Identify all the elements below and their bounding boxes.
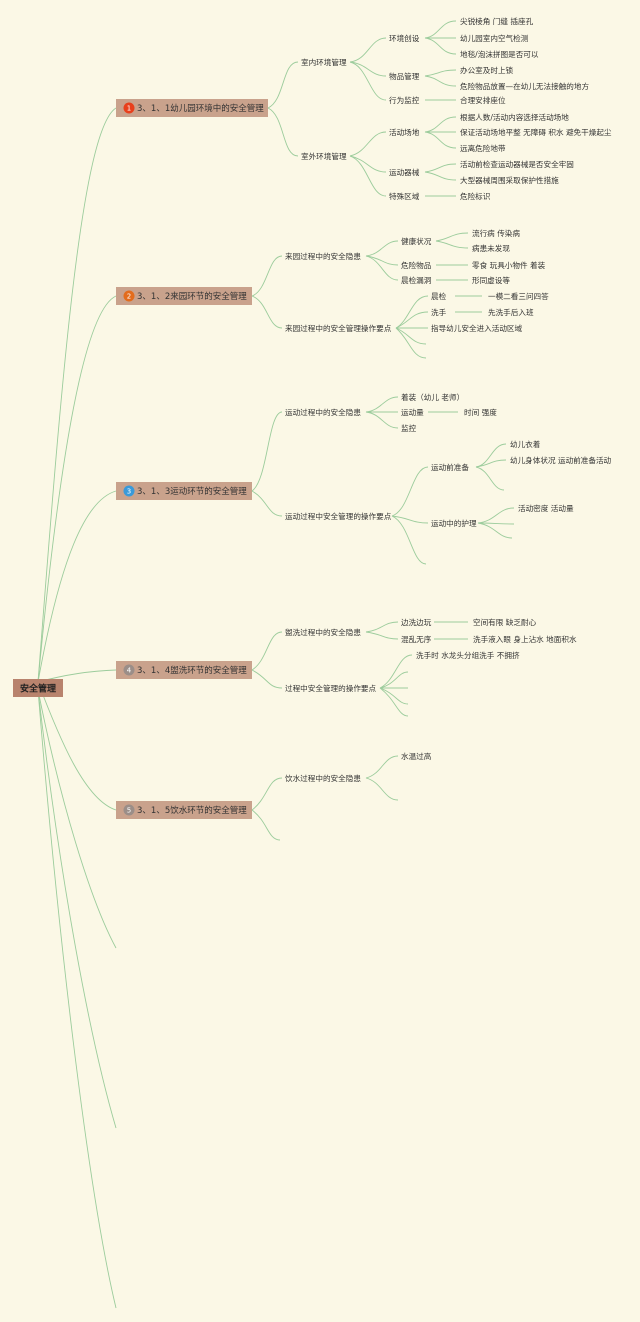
node-sport-care[interactable]: 运动中的护理 <box>431 518 477 528</box>
node-field[interactable]: 活动场地 <box>389 127 420 137</box>
node-wash-risk[interactable]: 盥洗过程中的安全隐患 <box>285 627 361 637</box>
node-danger-items[interactable]: 危险物品 <box>401 260 432 270</box>
leaf-text[interactable]: 尖锐棱角 门缝 插座孔 <box>460 16 534 26</box>
root-label: 安全管理 <box>20 683 56 695</box>
category-node-4[interactable]: 4 3、1、4盥洗环节的安全管理 <box>116 661 252 679</box>
category-label: 3、1、3运动环节的安全管理 <box>137 486 247 497</box>
root-node[interactable]: 安全管理 <box>13 679 63 697</box>
number-badge <box>123 290 135 302</box>
node-morning-check[interactable]: 晨检 <box>431 291 447 301</box>
leaf-text[interactable]: 活动密度 活动量 <box>518 503 574 513</box>
category-node-5[interactable]: 5 3、1、5饮水环节的安全管理 <box>116 801 252 819</box>
leaf-text[interactable]: 地毯/泡沫拼图是否可以 <box>460 49 539 59</box>
leaf-text[interactable]: 一模二看三问四答 <box>488 291 549 301</box>
category-label: 3、1、2来园环节的安全管理 <box>137 291 247 302</box>
leaf-text[interactable]: 幼儿身体状况 运动前准备活动 <box>510 455 612 465</box>
leaf-text[interactable]: 幼儿衣着 <box>510 439 541 449</box>
leaf-text[interactable]: 洗手液入眼 身上沾水 地面积水 <box>473 634 577 644</box>
leaf-text[interactable]: 水温过高 <box>401 751 432 761</box>
leaf-text[interactable]: 活动前检查运动器械是否安全牢固 <box>460 159 574 169</box>
category-node-3[interactable]: 3 3、1、3运动环节的安全管理 <box>116 482 252 500</box>
leaf-text[interactable]: 监控 <box>401 423 417 433</box>
leaf-text[interactable]: 危险标识 <box>460 191 491 201</box>
svg-text:1: 1 <box>127 105 131 113</box>
node-indoor-env[interactable]: 室内环境管理 <box>301 57 347 67</box>
node-exercise-amount[interactable]: 运动量 <box>401 407 424 417</box>
leaf-text[interactable]: 病患未发现 <box>472 243 510 253</box>
leaf-text[interactable]: 指导幼儿安全进入活动区域 <box>431 323 523 333</box>
category-label: 3、1、5饮水环节的安全管理 <box>137 805 247 816</box>
svg-text:2: 2 <box>127 293 131 301</box>
node-wash-hands[interactable]: 洗手 <box>431 307 447 317</box>
node-outdoor-env[interactable]: 室外环境管理 <box>301 151 347 161</box>
node-play-while-washing[interactable]: 边洗边玩 <box>401 617 432 627</box>
node-sport-risk[interactable]: 运动过程中的安全隐患 <box>285 407 361 417</box>
node-arrival-risk[interactable]: 来园过程中的安全隐患 <box>285 251 361 261</box>
node-check-gap[interactable]: 晨检漏洞 <box>401 275 432 285</box>
node-equipment[interactable]: 运动器械 <box>389 167 420 177</box>
leaf-text[interactable]: 根据人数/活动内容选择活动场地 <box>460 112 569 122</box>
node-disorder[interactable]: 混乱无序 <box>401 634 432 644</box>
number-badge <box>123 664 135 676</box>
leaf-text[interactable]: 流行病 传染病 <box>472 228 520 238</box>
svg-text:3: 3 <box>127 488 131 496</box>
category-label: 3、1、4盥洗环节的安全管理 <box>137 665 247 676</box>
leaf-text[interactable]: 零食 玩具小物件 着装 <box>472 260 546 270</box>
number-badge <box>123 804 135 816</box>
leaf-text[interactable]: 办公室及时上锁 <box>460 65 514 75</box>
leaf-text[interactable]: 危险物品放置—在幼儿无法接触的地方 <box>460 81 589 91</box>
svg-text:4: 4 <box>127 667 132 675</box>
category-node-1[interactable]: 1 3、1、1幼儿园环境中的安全管理 <box>116 99 268 117</box>
svg-text:5: 5 <box>127 807 131 815</box>
node-special-area[interactable]: 特殊区域 <box>389 191 420 201</box>
leaf-text[interactable]: 幼儿园室内空气检测 <box>460 33 529 43</box>
leaf-text[interactable]: 时间 强度 <box>464 407 497 417</box>
node-wash-ops[interactable]: 过程中安全管理的操作要点 <box>285 683 377 693</box>
category-label: 3、1、1幼儿园环境中的安全管理 <box>137 103 264 114</box>
leaf-text[interactable]: 形同虚设等 <box>472 275 510 285</box>
node-goods[interactable]: 物品管理 <box>389 71 420 81</box>
leaf-text[interactable]: 洗手时 水龙头分组洗手 不拥挤 <box>416 650 520 660</box>
leaf-text[interactable]: 着装（幼儿 老师） <box>401 392 464 402</box>
leaf-text[interactable]: 空间有限 缺乏耐心 <box>473 617 537 627</box>
leaf-text[interactable]: 保证活动场地平整 无障碍 积水 避免干燥起尘 <box>460 127 612 137</box>
leaf-text[interactable]: 大型器械周围采取保护性措施 <box>460 175 559 185</box>
leaf-text[interactable]: 合理安排座位 <box>460 95 506 105</box>
leaf-text[interactable]: 先洗手后入班 <box>488 307 534 317</box>
connector-lines <box>37 20 515 1309</box>
node-env-setup[interactable]: 环境创设 <box>389 33 420 43</box>
node-behavior[interactable]: 行为监控 <box>389 95 420 105</box>
node-sport-prep[interactable]: 运动前准备 <box>431 462 469 472</box>
node-sport-ops[interactable]: 运动过程中安全管理的操作要点 <box>285 511 392 521</box>
node-arrival-ops[interactable]: 来园过程中的安全管理操作要点 <box>285 323 392 333</box>
number-badge <box>123 102 135 114</box>
node-health[interactable]: 健康状况 <box>401 236 432 246</box>
node-drink-risk[interactable]: 饮水过程中的安全隐患 <box>285 773 361 783</box>
category-node-2[interactable]: 2 3、1、2来园环节的安全管理 <box>116 287 252 305</box>
leaf-text[interactable]: 远离危险地带 <box>460 143 506 153</box>
number-badge <box>123 485 135 497</box>
